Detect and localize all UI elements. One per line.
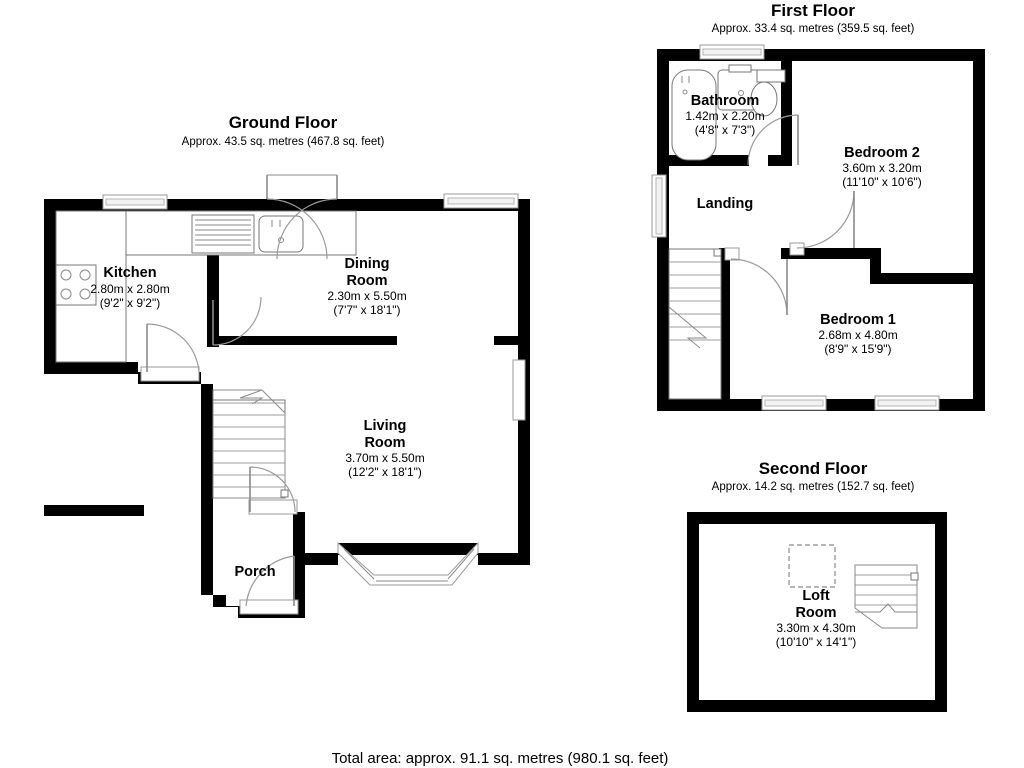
bathtub-icon [671, 69, 717, 161]
loft-room-label-line1: Loft [802, 588, 830, 604]
second-floor-group: Second Floor Approx. 14.2 sq. metres (15… [687, 459, 947, 712]
first-floor-staircase [668, 248, 722, 400]
kitchen-sink-icon [258, 215, 304, 253]
bathroom-label: Bathroom [691, 93, 759, 109]
bathroom-dim-imperial: (4'8" x 7'3") [695, 123, 755, 137]
ground-floor-group: Ground Floor Approx. 43.5 sq. metres (46… [44, 113, 530, 618]
bedroom-2-label: Bedroom 2 [844, 145, 920, 161]
bathroom-door [747, 114, 799, 166]
landing-bedroom-partition-stub [870, 248, 881, 284]
landing-label: Landing [697, 196, 753, 212]
landing-window [651, 174, 667, 238]
hall-living-door [248, 466, 298, 515]
kitchen-window [102, 194, 168, 210]
first-floor-area: Approx. 33.4 sq. metres (359.5 sq. feet) [712, 23, 915, 35]
living-room-dim-imperial: (12'2" x 18'1") [348, 465, 422, 479]
bedroom2-bedroom1-partition [870, 273, 973, 284]
bedroom-1-label: Bedroom 1 [820, 312, 896, 328]
dining-double-doors [266, 174, 338, 260]
living-room-bay-window [337, 541, 479, 586]
bathroom-window [699, 44, 765, 60]
bathroom-bottom-partition [663, 155, 749, 166]
dining-room-dim-imperial: (7'7" x 18'1") [333, 303, 400, 317]
ground-staircase [212, 389, 289, 499]
porch-partition-vertical [293, 512, 305, 612]
living-room-side-window [512, 359, 526, 421]
toilet-icon [750, 69, 786, 117]
kitchen-hob-icon [55, 264, 97, 306]
bedroom-1-dim-imperial: (8'9" x 15'9") [824, 342, 891, 356]
bathroom-bottom-partition-right [768, 155, 792, 166]
loft-staircase [854, 564, 919, 629]
kitchen-dim-imperial: (9'2" x 9'2") [100, 296, 160, 310]
landing-bedroom-partition [781, 248, 881, 259]
second-floor-title: Second Floor [759, 459, 868, 478]
loft-room-dim-imperial: (10'10" x 14'1") [776, 635, 856, 649]
dining-window [443, 193, 519, 209]
landing-vertical-partition [719, 248, 730, 399]
ground-floor-title: Ground Floor [229, 113, 338, 132]
bedroom-2-dim-imperial: (11'10" x 10'6") [842, 175, 922, 189]
bedroom-1-dim-metric: 2.68m x 4.80m [818, 328, 897, 342]
kitchen-dining-door [212, 296, 262, 346]
kitchen-dim-metric: 2.80m x 2.80m [90, 282, 169, 296]
first-floor-group: First Floor Approx. 33.4 sq. metres (359… [651, 1, 985, 411]
total-area-label: Total area: approx. 91.1 sq. metres (980… [332, 750, 669, 767]
living-room-label-line1: Living [364, 418, 407, 434]
dining-room-dim-metric: 2.30m x 5.50m [327, 289, 406, 303]
bedroom-1-window [761, 395, 827, 411]
porch-partition-horizontal [44, 505, 144, 516]
living-room-dim-metric: 3.70m x 5.50m [345, 451, 424, 465]
bedroom-2-dim-metric: 3.60m x 3.20m [842, 161, 921, 175]
kitchen-door [140, 323, 200, 382]
bathroom-dim-metric: 1.42m x 2.20m [685, 109, 764, 123]
bedroom-1-door [724, 247, 788, 316]
dining-room-label-line2: Room [346, 273, 387, 289]
porch-front-door [239, 555, 299, 615]
first-floor-title: First Floor [771, 1, 855, 20]
loft-room-label-line2: Room [795, 605, 836, 621]
dining-room-label-line1: Dining [344, 256, 389, 272]
living-room-label-line2: Room [364, 435, 405, 451]
kitchen-drainer-icon [191, 214, 255, 254]
bedroom-2-door [789, 190, 855, 256]
kitchen-label: Kitchen [103, 265, 156, 281]
dining-living-partition [207, 336, 397, 345]
loft-room-dim-metric: 3.30m x 4.30m [776, 621, 855, 635]
second-floor-area: Approx. 14.2 sq. metres (152.7 sq. feet) [712, 481, 915, 493]
loft-skylight-icon [788, 544, 836, 588]
bathroom-right-partition [781, 55, 792, 165]
bedroom-2-window-bottom [874, 395, 940, 411]
dining-living-partition-right [494, 336, 524, 345]
ground-floor-area: Approx. 43.5 sq. metres (467.8 sq. feet) [182, 136, 385, 148]
porch-label: Porch [234, 564, 275, 580]
